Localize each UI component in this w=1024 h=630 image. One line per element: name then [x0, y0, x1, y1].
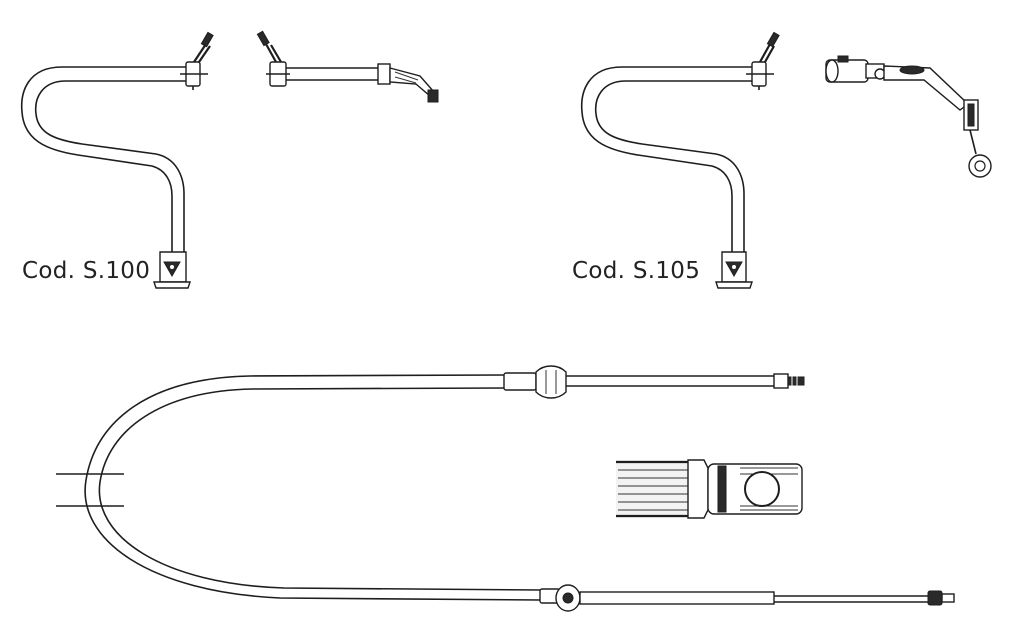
s100-foot	[153, 251, 191, 289]
cable-bottom-inner-rod	[774, 590, 955, 606]
code-label-s105: Cod. S.105	[572, 258, 701, 284]
code-label-s100: Cod. S.100	[22, 258, 151, 284]
cable-top-inner-rod	[566, 373, 805, 389]
s105-end-fitting	[825, 55, 992, 178]
s100-clamp	[180, 61, 208, 90]
cable-assembly	[56, 365, 955, 612]
s105-lever	[759, 31, 780, 63]
panel-bulkhead	[56, 473, 124, 507]
cable-top-ferrule	[503, 365, 567, 399]
cable-outer-sheath	[84, 374, 541, 601]
detail-eye-end	[616, 459, 803, 519]
assembly-s100	[20, 30, 439, 289]
s100-end-fitting	[256, 30, 439, 103]
s105-bent-tube	[580, 66, 752, 252]
s105-foot	[715, 251, 753, 289]
s100-lever	[193, 31, 214, 63]
assembly-s105	[580, 31, 992, 289]
s100-bent-tube	[20, 66, 190, 252]
cable-bottom-ferrule	[539, 584, 775, 612]
s105-clamp	[746, 61, 774, 90]
